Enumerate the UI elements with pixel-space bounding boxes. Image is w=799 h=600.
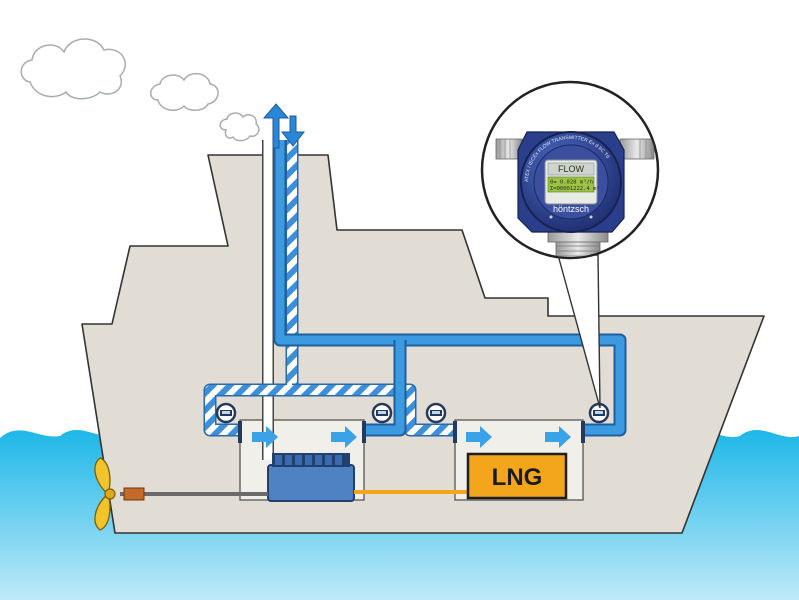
meter-brand-logo: höntzsch: [553, 204, 589, 214]
cable-gland-right: [619, 138, 655, 160]
flow-arrow-icon: [545, 426, 571, 448]
arrow-up-icon: [262, 103, 290, 149]
meter-reading-total: Σ=00001222.4 m³: [550, 185, 600, 192]
cloud-small: [219, 112, 260, 142]
propeller-assembly: [94, 457, 268, 531]
cloud-large: [20, 38, 126, 100]
cloud-medium: [150, 72, 219, 112]
flange: [362, 421, 366, 443]
flow-arrow-icon: [252, 426, 278, 448]
flow-arrows: [252, 426, 571, 448]
lng-tank-label: LNG: [492, 464, 543, 491]
blue-gas-pipe: [273, 140, 627, 437]
engine: [267, 453, 355, 502]
meter-reading-rate: 0= 0.028 m³/h: [550, 179, 593, 186]
flange: [238, 421, 242, 443]
magnifier-lens: ATEX / IECEx FLOW TRANSMITTER Ex d IIC T…: [480, 80, 660, 260]
valve-flanges: [238, 421, 585, 443]
meter-display-title: FLOW: [558, 164, 585, 174]
flow-arrow-icon: [466, 426, 492, 448]
flow-meter-gauge: [425, 402, 447, 424]
lng-tank: LNG: [466, 452, 568, 500]
flow-meter-gauge: [371, 402, 393, 424]
flow-arrow-icon: [331, 426, 357, 448]
striped-return-pipe: [203, 140, 455, 437]
shaft-coupling: [123, 487, 145, 501]
flange: [453, 421, 457, 443]
flow-meters: [215, 402, 610, 424]
flow-meter-gauge: [215, 402, 237, 424]
flange: [581, 421, 585, 443]
exhaust-clouds: [20, 38, 260, 142]
exhaust-arrows: [262, 103, 306, 149]
arrow-down-icon: [280, 115, 306, 147]
